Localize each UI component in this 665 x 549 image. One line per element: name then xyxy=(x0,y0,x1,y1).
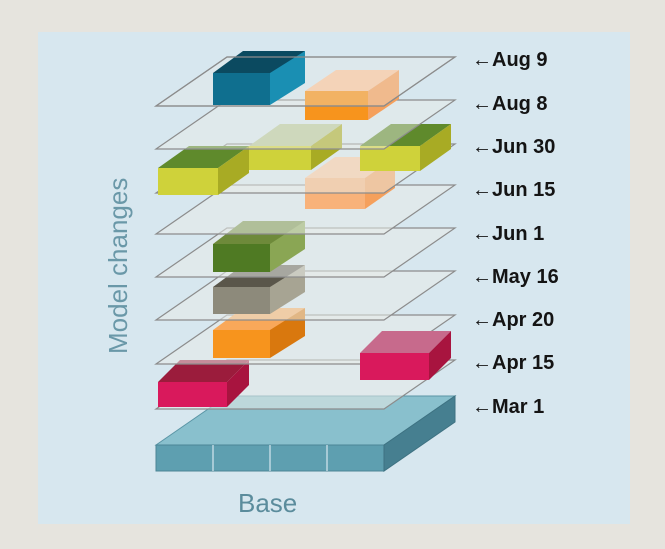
label-jun-30: ←Jun 30 xyxy=(472,136,555,158)
block-jun15-mid-yellow xyxy=(249,124,342,170)
block-apr15-right-magenta xyxy=(360,331,451,380)
block-jun15-left-green-yellow xyxy=(158,146,249,195)
plane-apr-20 xyxy=(154,270,457,321)
label-aug-9: ←Aug 9 xyxy=(472,49,548,71)
label-apr-15: ←Apr 15 xyxy=(472,352,554,374)
plane-aug-9 xyxy=(154,56,457,107)
label-jun-15: ←Jun 15 xyxy=(472,179,555,201)
plane-may-16 xyxy=(154,227,457,278)
block-jun15-right-yellow xyxy=(360,124,451,171)
plane-jun-30 xyxy=(154,99,457,150)
label-mar-1: ←Mar 1 xyxy=(472,396,544,418)
base-label: Base xyxy=(238,488,297,518)
plane-aug-8 xyxy=(154,56,457,107)
block-mar1-left-magenta xyxy=(158,360,249,407)
label-aug-8: ←Aug 8 xyxy=(472,93,548,115)
label-may-16: ←May 16 xyxy=(472,266,559,288)
label-apr-20: ←Apr 20 xyxy=(472,309,554,331)
label-jun-1: ←Jun 1 xyxy=(472,223,544,245)
y-axis-label: Model changes xyxy=(103,178,133,354)
